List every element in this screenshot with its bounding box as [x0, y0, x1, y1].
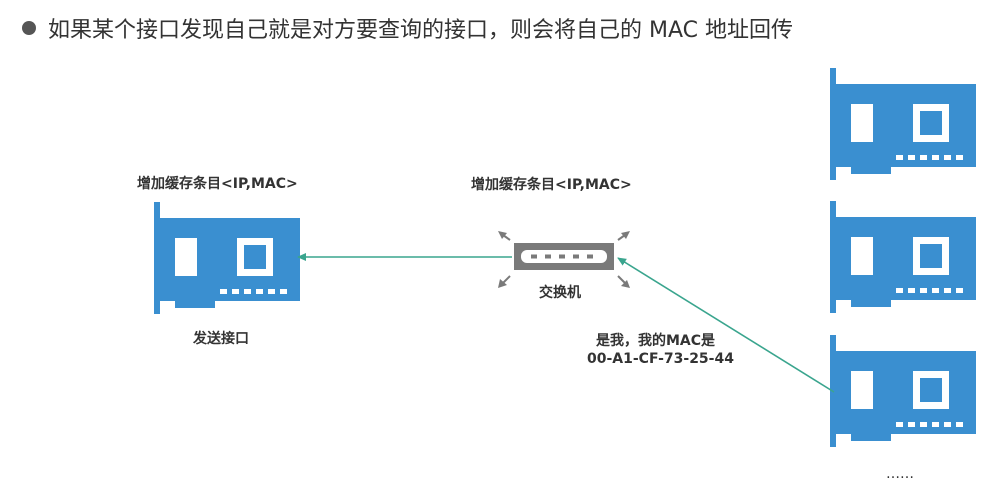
sender-cache-label: 增加缓存条目<IP,MAC>	[137, 176, 298, 192]
sender-nic-icon	[154, 202, 300, 314]
reply-label-line1: 是我，我的MAC是	[596, 333, 716, 349]
arrow-responder-to-switch	[617, 257, 835, 393]
switch-cache-label: 增加缓存条目<IP,MAC>	[471, 177, 632, 193]
nic-icon-bottom	[830, 335, 976, 447]
headline: 如果某个接口发现自己就是对方要查询的接口，则会将自己的 MAC 地址回传	[22, 12, 793, 44]
sender-port-label: 发送接口	[193, 331, 249, 347]
reply-label-line2: 00-A1-CF-73-25-44	[587, 351, 734, 367]
more-ellipsis: ……	[886, 466, 914, 482]
switch-icon	[498, 231, 630, 288]
bullet-icon	[22, 21, 36, 35]
headline-text: 如果某个接口发现自己就是对方要查询的接口，则会将自己的 MAC 地址回传	[48, 18, 793, 43]
switch-name-label: 交换机	[539, 285, 581, 301]
nic-icon-middle	[830, 201, 976, 313]
nic-icon-top	[830, 68, 976, 180]
